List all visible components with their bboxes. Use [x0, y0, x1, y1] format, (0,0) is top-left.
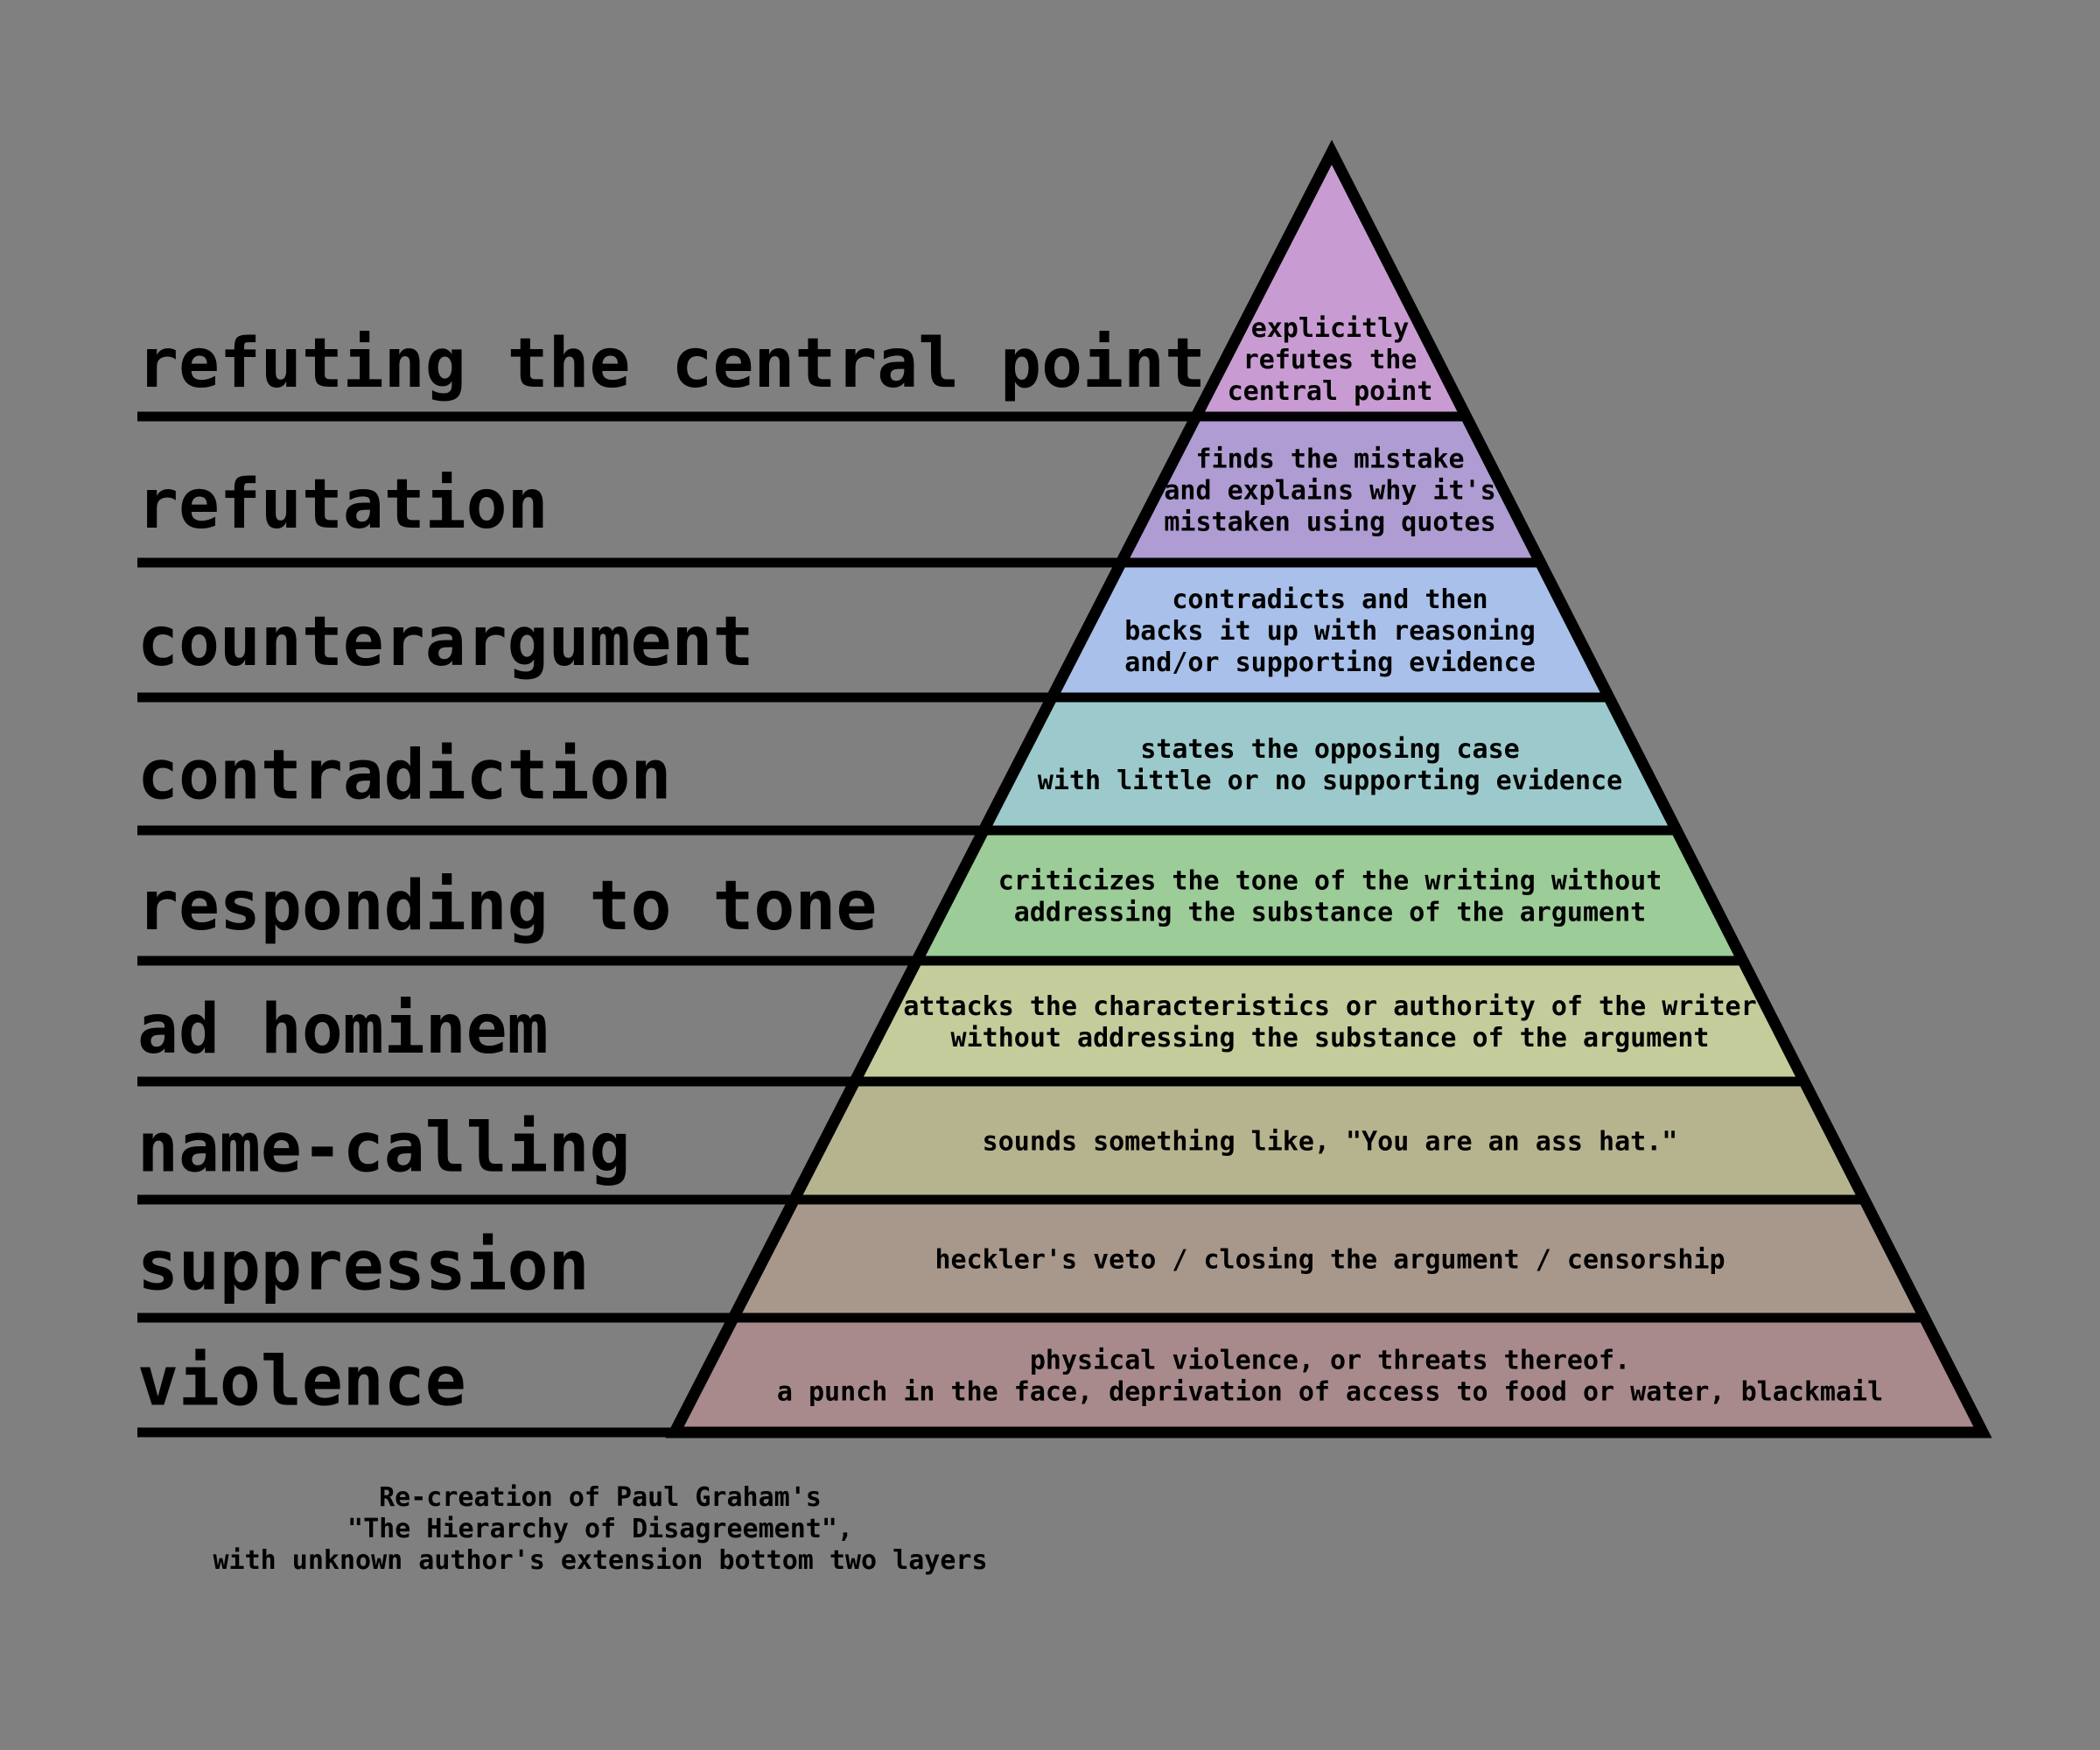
band-description-line: attacks the characteristics or authority…: [903, 991, 1756, 1022]
band-description-line: mistaken using quotes: [1164, 508, 1495, 538]
band-description-line: and explains why it's: [1164, 476, 1495, 507]
band-description-line: physical violence, or threats thereof.: [1030, 1346, 1630, 1376]
level-label: name-calling: [137, 1110, 631, 1188]
level-label: contradiction: [137, 737, 671, 816]
band-description-line: without addressing the substance of the …: [951, 1023, 1710, 1054]
band-description-line: contradicts and then: [1172, 584, 1488, 615]
band-description-line: central point: [1228, 376, 1433, 407]
caption: Re-creation of Paul Graham's"The Hierarc…: [213, 1482, 987, 1576]
pyramid-outer-edge: [665, 139, 1992, 1438]
band-description-line: states the opposing case: [1140, 734, 1519, 765]
level-label: ad hominem: [137, 990, 549, 1069]
band-description-line: and/or supporting evidence: [1124, 648, 1536, 678]
level-label: counterargument: [137, 603, 753, 682]
band-description-line: criticizes the tone of the writing witho…: [998, 866, 1662, 897]
level-label: refutation: [137, 466, 549, 544]
level-label: violence: [137, 1343, 466, 1422]
band-description-line: finds the mistake: [1195, 444, 1464, 475]
band-description: criticizes the tone of the writing witho…: [998, 866, 1662, 928]
band-description: attacks the characteristics or authority…: [903, 991, 1756, 1054]
band-description-line: a punch in the face, deprivation of acce…: [777, 1377, 1883, 1408]
caption-line: with unknown author's extension bottom t…: [213, 1545, 987, 1576]
level-label: refuting the central point: [137, 325, 1206, 403]
level-label: responding to tone: [137, 867, 877, 946]
caption-line: Re-creation of Paul Graham's: [379, 1482, 822, 1513]
band-description-line: explicitly: [1251, 313, 1410, 344]
band-description-line: sounds something like, "You are an ass h…: [983, 1127, 1678, 1158]
caption-line: "The Hierarchy of Disagreement",: [347, 1514, 853, 1544]
band-description-line: addressing the substance of the argument: [1014, 898, 1646, 928]
band-description: heckler's veto / closing the argument / …: [934, 1245, 1725, 1276]
band-description: physical violence, or threats thereof.a …: [777, 1346, 1883, 1408]
level-labels: refuting the central point refutation coun…: [137, 325, 1206, 1422]
label-underlines: [137, 411, 1196, 1438]
band-description-line: refutes the: [1243, 345, 1418, 375]
band-description-line: with little or no supporting evidence: [1038, 766, 1622, 796]
band-description: sounds something like, "You are an ass h…: [983, 1127, 1678, 1158]
pyramid-outline: [665, 139, 1992, 1438]
band-description-line: heckler's veto / closing the argument / …: [934, 1245, 1725, 1276]
level-label: suppression: [137, 1228, 590, 1306]
band-description-line: backs it up with reasoning: [1124, 616, 1536, 647]
